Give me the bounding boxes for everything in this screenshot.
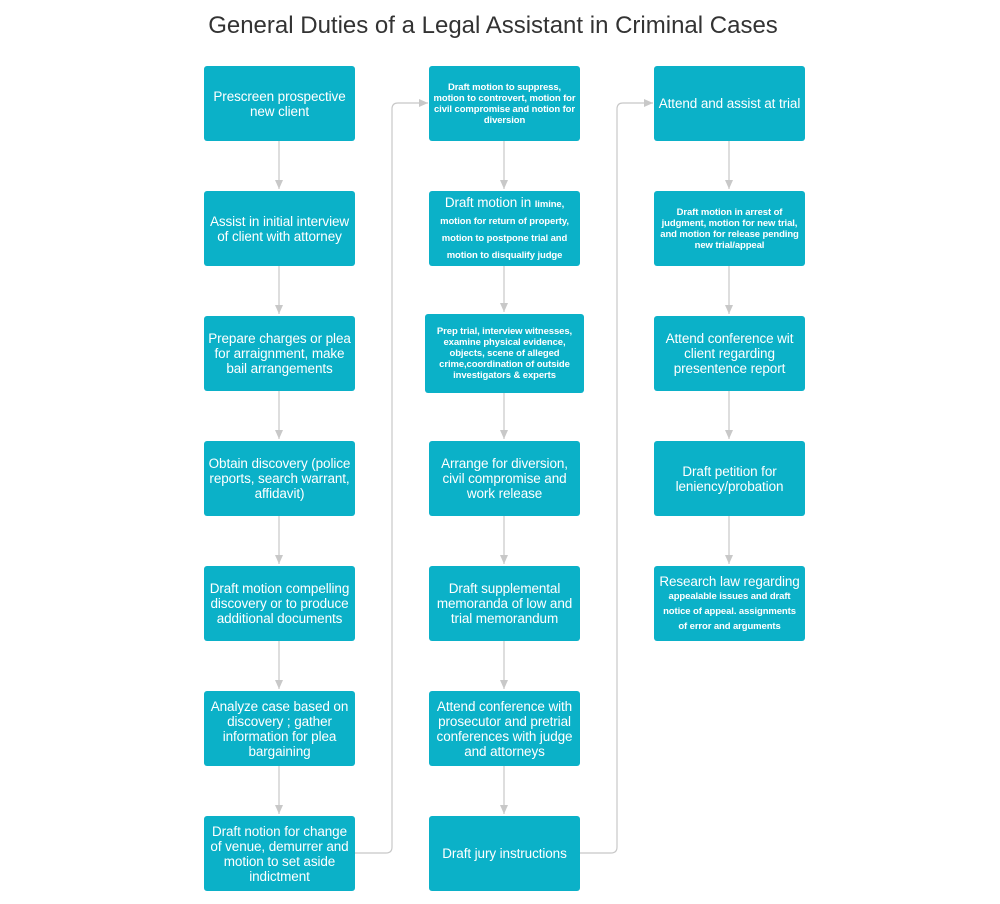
step-attend-trial[interactable]: Attend and assist at trial xyxy=(654,66,805,141)
step-prepare-charges[interactable]: Prepare charges or plea for arraignment,… xyxy=(204,316,355,391)
step-attend-conference-client[interactable]: Attend conference wit client regarding p… xyxy=(654,316,805,391)
step-prep-trial[interactable]: Prep trial, interview witnesses, examine… xyxy=(425,314,584,393)
step-draft-jury-instructions[interactable]: Draft jury instructions xyxy=(429,816,580,891)
step-draft-motion-compelling[interactable]: Draft motion compelling discovery or to … xyxy=(204,566,355,641)
step-draft-supplemental-memoranda[interactable]: Draft supplemental memoranda of low and … xyxy=(429,566,580,641)
step-draft-change-of-venue[interactable]: Draft notion for change of venue, demurr… xyxy=(204,816,355,891)
step-lead-text: Research law regarding xyxy=(659,573,800,589)
step-lead-text: Draft motion in xyxy=(444,194,532,210)
step-draft-motion-limine[interactable]: Draft motion in limine, motion for retur… xyxy=(429,191,580,266)
connector-elbow-col1-to-col2 xyxy=(355,99,428,854)
step-prescreen-client[interactable]: Prescreen prospective new client xyxy=(204,66,355,141)
step-draft-petition-leniency[interactable]: Draft petition for leniency/probation xyxy=(654,441,805,516)
step-detail-text: appealable issues and draft notice of ap… xyxy=(663,590,796,632)
diagram-title: General Duties of a Legal Assistant in C… xyxy=(208,12,778,39)
step-draft-motion-arrest-judgment[interactable]: Draft motion in arrest of judgment, moti… xyxy=(654,191,805,266)
step-draft-motion-suppress[interactable]: Draft motion to suppress, motion to cont… xyxy=(429,66,580,141)
connector-elbow-col2-to-col3 xyxy=(580,99,653,854)
step-arrange-diversion[interactable]: Arrange for diversion, civil compromise … xyxy=(429,441,580,516)
step-obtain-discovery[interactable]: Obtain discovery (police reports, search… xyxy=(204,441,355,516)
step-initial-interview[interactable]: Assist in initial interview of client wi… xyxy=(204,191,355,266)
step-detail-text: limine, motion for return of property, m… xyxy=(440,198,569,261)
step-analyze-case[interactable]: Analyze case based on discovery ; gather… xyxy=(204,691,355,766)
step-attend-conference-prosecutor[interactable]: Attend conference with prosecutor and pr… xyxy=(429,691,580,766)
